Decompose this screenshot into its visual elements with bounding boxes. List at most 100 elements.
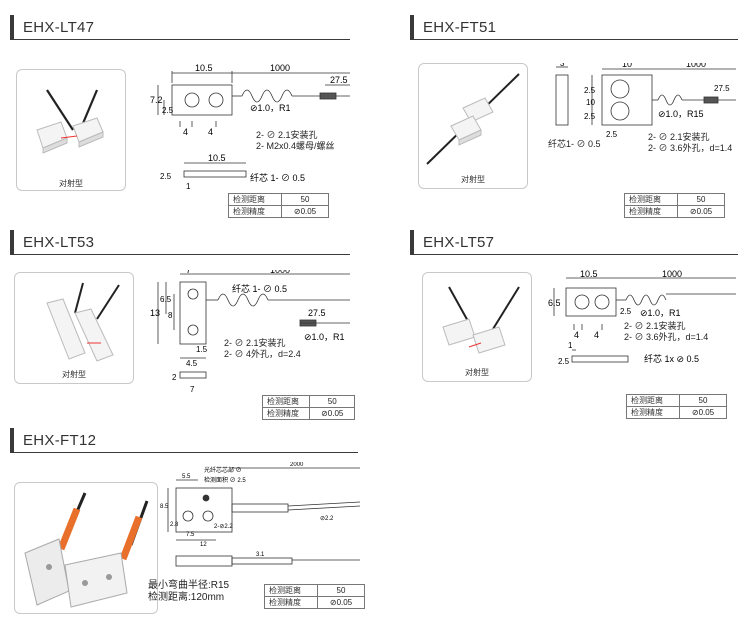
dim-side-height: 2.5 [558, 357, 570, 366]
product-photo: 对射型 [16, 69, 126, 191]
spec-key: 检测距离 [228, 193, 282, 206]
dim-mid: 8 [168, 311, 173, 320]
ft12-drawing: 2000 5.5 8.5 2.8 7.5 12 3.1 ⊘2.2 光纤芯芯部 ⊘… [160, 462, 361, 567]
dim-thickness: 3 [560, 63, 565, 68]
dim-hole-b: 4 [208, 127, 213, 137]
section-title-text: EHX-LT47 [23, 18, 95, 36]
title-bar [10, 428, 14, 452]
section-title-text: EHX-LT57 [423, 233, 495, 251]
spec-row-precision: 检测精度⊘0.05 [624, 205, 725, 218]
dim-edge: 1.5 [196, 345, 208, 354]
spec-detect-distance: 检测距离:120mm [148, 592, 225, 603]
title-bar [10, 15, 14, 39]
sensor-photo-icon [46, 282, 120, 362]
dim-hole-pitch: 6.5 [160, 295, 172, 304]
spec-bend-radius: 最小弯曲半径:R15 [148, 580, 230, 591]
photo-caption: 对射型 [62, 370, 86, 379]
spec-value: 50 [317, 584, 365, 597]
spec-row-precision: 检测精度⊘0.05 [626, 406, 727, 419]
dim-height: 6.5 [548, 298, 561, 308]
note-core: 光纤芯芯部 ⊘ [204, 466, 242, 474]
section-title: EHX-LT47 [10, 15, 94, 39]
spec-key: 检测精度 [626, 406, 680, 419]
section-lt47: EHX-LT47 对射型 [10, 15, 355, 220]
section-title: EHX-LT53 [10, 230, 94, 254]
spec-key: 检测精度 [228, 205, 282, 218]
dim-cable: 1000 [270, 63, 290, 73]
lt57-drawing: 10.5 1000 6.5 2.5 4 4 1 2.5 ⊘1.0，R1 纤芯 1… [548, 270, 736, 366]
note-screw: 2- M2x0.4螺母/螺丝 [256, 141, 335, 151]
dim-tip: 27.5 [714, 84, 730, 93]
sensor-photo-icon [426, 73, 520, 165]
spec-key: 检测距离 [264, 584, 318, 597]
note-mount-hole: 2- ⊘ 2.1安装孔 [624, 321, 686, 331]
dim-tip: 27.5 [330, 75, 348, 85]
dim-bottom: 2.5 [584, 112, 596, 121]
dim-cable-dia: ⊘2.2 [320, 516, 334, 522]
sensor-photo-icon [36, 89, 104, 154]
title-bar [410, 15, 414, 39]
dim-side-gap: 1 [568, 341, 573, 350]
spec-value: ⊘0.05 [679, 406, 727, 419]
dim-side-height: 2 [172, 373, 177, 382]
dim-width: 10.5 [580, 270, 598, 279]
note-bend: ⊘1.0，R1 [304, 332, 345, 342]
dim-side-gap: 1 [186, 182, 191, 191]
dim-hole-pitch: 7.5 [186, 532, 195, 538]
sensor-photo-icon [442, 286, 520, 354]
note-mount-hole: 2- ⊘ 2.1安装孔 [648, 132, 710, 142]
note-area: 检测面积 ⊘ 2.5 [204, 476, 246, 484]
title-rule [410, 254, 738, 255]
dim-top: 5.5 [182, 474, 191, 480]
note-outer-hole: 2- ⊘ 4外孔，d=2.4 [224, 349, 301, 359]
note-mount-hole: 2- ⊘ 2.1安装孔 [256, 130, 318, 140]
section-lt57: EHX-LT57 对射型 10.5 1000 6.5 2.5 4 [410, 230, 740, 420]
spec-value: 50 [309, 395, 355, 408]
spec-value: 50 [281, 193, 329, 206]
note-holes: 2-⊘2.2 [214, 524, 233, 530]
spec-value: 50 [679, 394, 727, 407]
title-rule [10, 39, 350, 40]
dim-offset: 2.5 [162, 106, 174, 115]
section-title-text: EHX-FT51 [423, 18, 497, 36]
dim-hole-a: 4 [574, 330, 579, 340]
note-core: 纤芯 1x ⊘ 0.5 [644, 353, 699, 364]
dim-cable: 1000 [662, 270, 682, 279]
spec-row-precision: 检测精度⊘0.05 [228, 205, 329, 218]
spec-key: 检测精度 [264, 596, 318, 609]
note-core: 纤芯1- ⊘ 0.5 [548, 139, 601, 149]
dim-side-width: 10.5 [208, 153, 226, 163]
dim-height: 7.2 [150, 95, 163, 105]
product-photo: 对射型 [418, 63, 528, 189]
title-rule [410, 39, 738, 40]
spec-value: 50 [677, 193, 725, 206]
dim-base: 4.5 [186, 359, 198, 368]
section-ft12: EHX-FT12 2000 5 [10, 428, 365, 620]
note-bend: ⊘1.0，R1 [640, 308, 681, 318]
note-outer-hole: 2- ⊘ 3.6外孔，d=1.4 [624, 332, 709, 342]
dim-hole-a: 4 [183, 127, 188, 137]
note-bend: ⊘1.0，R1 [250, 103, 291, 113]
note-outer-hole: 2- ⊘ 3.6外孔，d=1.4 [648, 143, 733, 153]
product-photo: 对射型 [14, 272, 134, 384]
spec-row-precision: 检测精度⊘0.05 [264, 596, 365, 609]
spec-value: ⊘0.05 [317, 596, 365, 609]
dim-cable: 1000 [686, 63, 706, 69]
ft51-drawing: 3 10 1000 27.5 2.5 10 2.5 2.5 ⊘1.0，R15 [555, 63, 736, 139]
title-rule [10, 254, 350, 255]
dim-top: 2.5 [584, 86, 596, 95]
dim-tip: 27.5 [308, 308, 326, 318]
dim-side-height: 2.5 [160, 172, 172, 181]
dim-side-width: 7 [190, 385, 195, 394]
section-title-text: EHX-LT53 [23, 233, 95, 251]
section-title: EHX-FT51 [410, 15, 496, 39]
spec-row-precision: 检测精度⊘0.05 [261, 407, 355, 420]
note-core: 纤芯 1- ⊘ 0.5 [232, 283, 287, 294]
